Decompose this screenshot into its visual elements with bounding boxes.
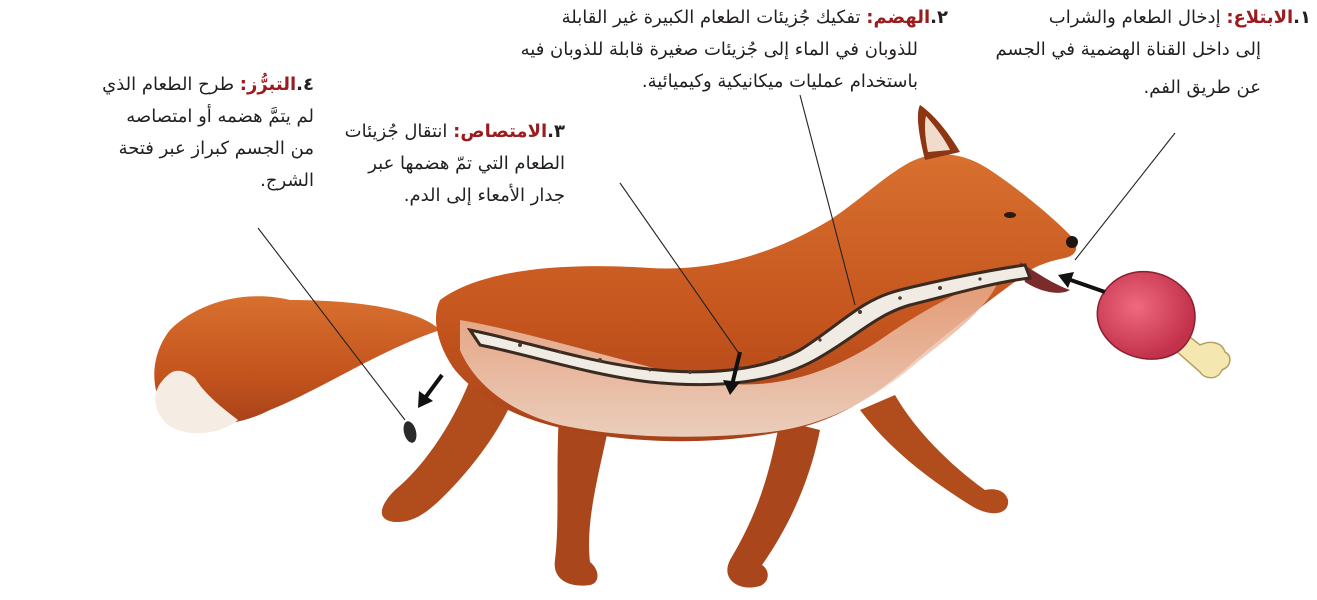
- label-egestion: ٤.التبرُّز: طرح الطعام الذي لم يتمَّ هضم…: [8, 69, 314, 197]
- fox-front-leg-back: [727, 420, 820, 588]
- absorption-term: الامتصاص:: [453, 121, 547, 142]
- absorption-line-2: الطعام التي تمّ هضمها عبر: [320, 148, 565, 180]
- meat-drumstick: [1097, 272, 1230, 378]
- label-absorption: ٣.الامتصاص: انتقال جُزيئات الطعام التي ت…: [320, 116, 565, 212]
- ingestion-term: الابتلاع:: [1226, 7, 1293, 28]
- ingestion-line-1: إدخال الطعام والشراب: [1049, 7, 1221, 28]
- digestion-line-3: باستخدام عمليات ميكانيكية وكيميائية.: [420, 66, 948, 98]
- fox-nose: [1066, 236, 1078, 248]
- egestion-line-3: من الجسم كبراز عبر فتحة: [8, 133, 314, 165]
- ingestion-arrow: [1065, 278, 1105, 292]
- ingestion-line-2: إلى داخل القناة الهضمية في الجسم: [955, 34, 1311, 66]
- absorption-line-3: جدار الأمعاء إلى الدم.: [320, 180, 565, 212]
- label-ingestion: ١.الابتلاع: إدخال الطعام والشراب إلى داخ…: [955, 2, 1311, 104]
- egestion-line-1: طرح الطعام الذي: [102, 74, 234, 95]
- egestion-line-2: لم يتمَّ هضمه أو امتصاصه: [8, 101, 314, 133]
- label-digestion: ٢.الهضم: تفكيك جُزيئات الطعام الكبيرة غي…: [420, 2, 948, 98]
- absorption-line-1: انتقال جُزيئات: [345, 121, 448, 142]
- digestion-term: الهضم:: [866, 7, 930, 28]
- faeces: [401, 420, 418, 444]
- egestion-arrow: [425, 375, 442, 398]
- absorption-number: ٣.: [547, 121, 565, 142]
- digestion-line-2: للذوبان في الماء إلى جُزيئات صغيرة قابلة…: [420, 34, 948, 66]
- fox-eye: [1004, 212, 1016, 218]
- ingestion-number: ١.: [1293, 7, 1311, 28]
- digestion-line-1: تفكيك جُزيئات الطعام الكبيرة غير القابلة: [562, 7, 861, 28]
- ingestion-line-3: عن طريق الفم.: [955, 72, 1311, 104]
- egestion-term: التبرُّز:: [240, 74, 296, 95]
- fox-front-leg-front: [860, 395, 1008, 513]
- egestion-number: ٤.: [296, 74, 314, 95]
- meat-flesh: [1097, 272, 1195, 360]
- egestion-line-4: الشرج.: [8, 165, 314, 197]
- leader-line-ingestion: [1075, 133, 1175, 260]
- digestion-number: ٢.: [930, 7, 948, 28]
